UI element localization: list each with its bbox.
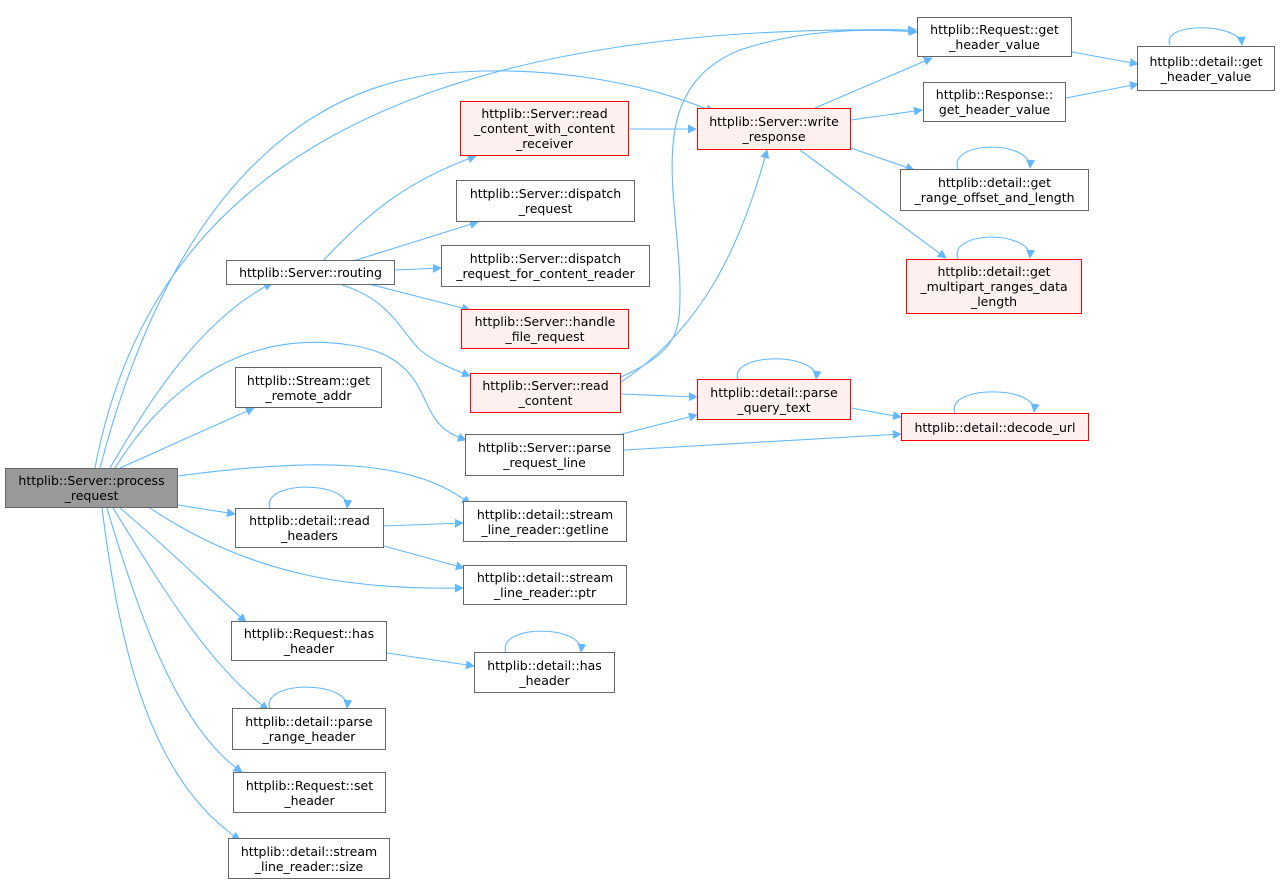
- node-detail-get-multipart-ranges-data-length[interactable]: httplib::detail::get _multipart_ranges_d…: [906, 259, 1082, 314]
- edge-parse-query-self: [736, 358, 822, 381]
- node-server-dispatch-request-for-content-reader[interactable]: httplib::Server::dispatch _request_for_c…: [441, 245, 650, 287]
- node-detail-get-header-value[interactable]: httplib::detail::get _header_value: [1137, 46, 1275, 91]
- edge-decode-url-self: [953, 391, 1040, 414]
- edge-root-set-header: [106, 507, 243, 773]
- node-server-read-content[interactable]: httplib::Server::read _content: [470, 373, 621, 413]
- edge-read-headers-ptr: [383, 545, 465, 571]
- node-server-handle-file-request[interactable]: httplib::Server::handle _file_request: [461, 309, 629, 349]
- edge-read-content-parse-query: [620, 392, 698, 402]
- edge-read-headers-getline: [383, 518, 464, 528]
- node-detail-has-header[interactable]: httplib::detail::has _header: [474, 652, 615, 693]
- node-detail-parse-range-header[interactable]: httplib::detail::parse _range_header: [232, 708, 386, 750]
- edge-root-getline: [177, 464, 471, 505]
- edge-root-get-remote-addr: [119, 407, 255, 469]
- node-server-routing[interactable]: httplib::Server::routing: [226, 260, 395, 285]
- edge-root-size: [101, 507, 241, 841]
- node-detail-get-range-offset-and-length[interactable]: httplib::detail::get _range_offset_and_l…: [900, 169, 1089, 211]
- node-server-parse-request-line[interactable]: httplib::Server::parse _request_line: [465, 434, 624, 476]
- edge-routing-dispatch-request: [349, 220, 479, 263]
- edge-multipart-self: [956, 236, 1036, 260]
- edge-detail-has-self: [504, 630, 587, 654]
- node-request-get-header-value[interactable]: httplib::Request::get _header_value: [917, 17, 1072, 57]
- edge-root-parse-range-header: [112, 507, 269, 711]
- edge-detail-ghv-self: [1168, 27, 1246, 46]
- edge-write-response-resp-get-header-value: [850, 106, 923, 121]
- edge-req-has-detail-has: [386, 652, 475, 670]
- edge-parse-range-self: [268, 686, 353, 710]
- node-server-write-response[interactable]: httplib::Server::write _response: [697, 108, 851, 150]
- edge-resp-ghv-detail-ghv: [1065, 81, 1139, 99]
- edge-routing-read-content: [341, 284, 471, 378]
- edge-root-routing: [109, 282, 273, 469]
- edge-write-response-multipart: [799, 149, 947, 259]
- node-response-get-header-value[interactable]: httplib::Response:: get_header_value: [923, 82, 1066, 122]
- node-request-has-header[interactable]: httplib::Request::has _header: [231, 621, 387, 661]
- edge-req-ghv-detail-ghv: [1071, 51, 1139, 67]
- edge-read-content-write-response: [620, 149, 770, 383]
- edge-root-parse-request-line: [114, 341, 467, 469]
- node-stream-get-remote-addr[interactable]: httplib::Stream::get _remote_addr: [235, 367, 382, 408]
- node-request-set-header[interactable]: httplib::Request::set _header: [233, 772, 386, 813]
- edge-routing-handle-file-request: [364, 282, 471, 313]
- edge-write-response-req-get-header-value: [814, 57, 933, 109]
- node-detail-decode-url[interactable]: httplib::detail::decode_url: [901, 413, 1089, 441]
- node-detail-stream-line-reader-ptr[interactable]: httplib::detail::stream _line_reader::pt…: [463, 565, 627, 605]
- node-detail-parse-query-text[interactable]: httplib::detail::parse _query_text: [697, 379, 851, 420]
- edge-root-has-header: [119, 507, 247, 623]
- node-detail-stream-line-reader-getline[interactable]: httplib::detail::stream _line_reader::ge…: [463, 501, 627, 542]
- edge-parse-query-decode-url: [850, 407, 902, 420]
- edge-routing-dispatch-content-reader: [394, 263, 442, 273]
- node-server-dispatch-request[interactable]: httplib::Server::dispatch _request: [456, 180, 635, 222]
- edge-read-headers-self: [268, 486, 353, 510]
- edge-parse-request-line-parse-query: [621, 412, 698, 435]
- edge-root-read-headers: [177, 504, 236, 518]
- node-detail-read-headers[interactable]: httplib::detail::read _headers: [235, 508, 384, 548]
- node-server-process-request[interactable]: httplib::Server::process _request: [5, 468, 178, 508]
- edge-parse-request-line-decode-url: [623, 429, 902, 451]
- edge-write-response-range-offset: [850, 147, 915, 172]
- edge-root-req-get-header-value: [94, 25, 917, 469]
- node-detail-stream-line-reader-size[interactable]: httplib::detail::stream _line_reader::si…: [228, 838, 390, 879]
- edge-range-offset-self: [956, 146, 1036, 170]
- edge-read-content-req-get-header-value: [620, 26, 918, 378]
- edge-root-ptr: [149, 507, 464, 593]
- edge-root-write-response: [99, 70, 715, 469]
- edge-routing-read-content-receiver: [321, 154, 477, 263]
- node-server-read-content-with-content-receiver[interactable]: httplib::Server::read _content_with_cont…: [460, 101, 629, 156]
